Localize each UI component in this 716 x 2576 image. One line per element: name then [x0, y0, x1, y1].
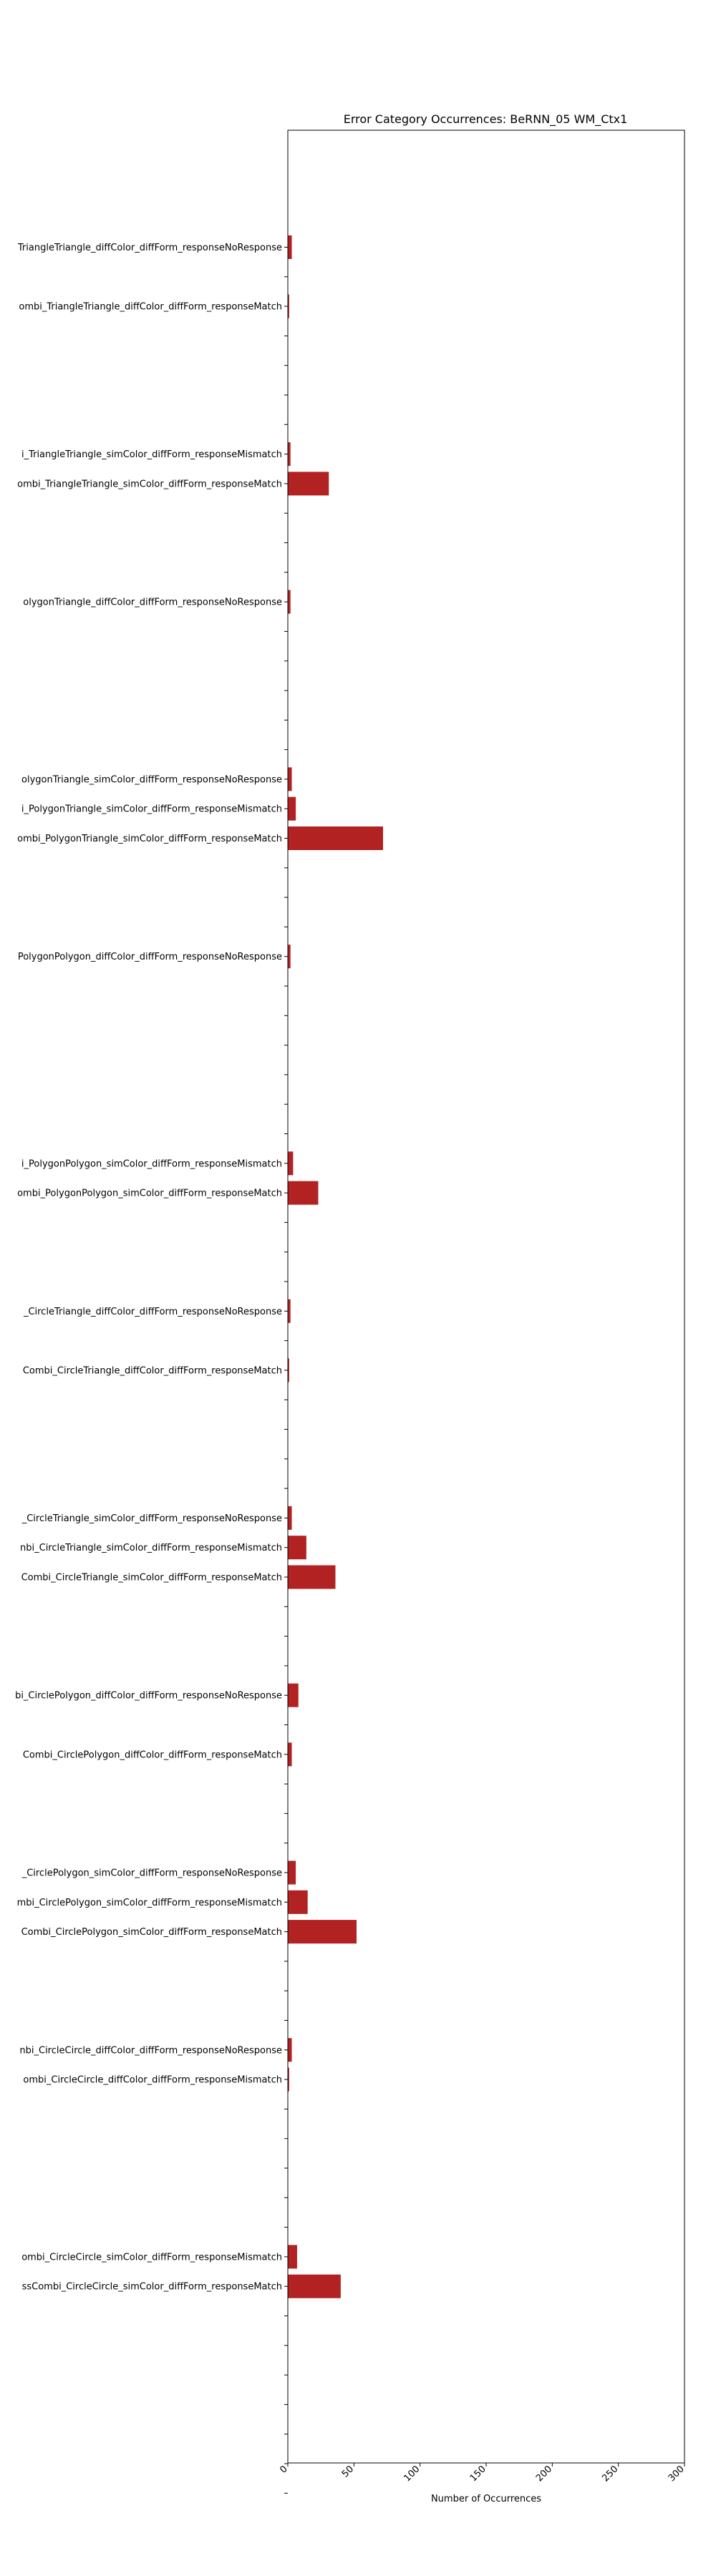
- y-tick-label: _CircleTriangle_simColor_diffForm_respon…: [21, 1513, 282, 1524]
- y-tick-label: Combi_CircleTriangle_simColor_diffForm_r…: [21, 1573, 282, 1584]
- y-tick-label: nbi_CircleCircle_diffColor_diffForm_resp…: [19, 2045, 282, 2056]
- y-tick-label: TriangleTriangle_diffColor_diffForm_resp…: [17, 243, 282, 253]
- bar: [288, 1299, 291, 1323]
- x-tick-label: 150: [468, 2464, 488, 2484]
- bar: [288, 442, 291, 467]
- bar: [288, 1860, 296, 1885]
- x-tick-label: 200: [534, 2464, 554, 2484]
- bar: [288, 767, 292, 791]
- y-tick-label: Combi_CirclePolygon_diffColor_diffForm_r…: [23, 1750, 282, 1760]
- bar: [288, 2038, 292, 2062]
- y-tick-label: _CircleTriangle_diffColor_diffForm_respo…: [23, 1307, 282, 1317]
- bar: [288, 235, 292, 259]
- y-tick-label: nbi_CircleTriangle_simColor_diffForm_res…: [20, 1543, 282, 1553]
- bars-group: [288, 235, 383, 2298]
- chart-title: Error Category Occurrences: BeRNN_05 WM_…: [344, 112, 628, 127]
- bar: [288, 2274, 341, 2298]
- y-tick-label: ombi_TriangleTriangle_simColor_diffForm_…: [17, 479, 282, 489]
- bar: [288, 1536, 306, 1560]
- x-tick-label: 250: [600, 2464, 620, 2484]
- y-tick-label: mbi_CirclePolygon_simColor_diffForm_resp…: [17, 1898, 282, 1908]
- bar: [288, 590, 291, 614]
- x-tick-label: 50: [340, 2464, 356, 2479]
- y-tick-label: ssCombi_CircleCircle_simColor_diffForm_r…: [22, 2282, 282, 2293]
- y-tick-label: i_PolygonTriangle_simColor_diffForm_resp…: [21, 804, 282, 815]
- bar: [288, 1181, 319, 1205]
- bar: [288, 1742, 292, 1767]
- y-tick-label: ombi_PolygonPolygon_simColor_diffForm_re…: [17, 1189, 282, 1199]
- bar: [288, 472, 329, 496]
- bar: [288, 945, 291, 969]
- y-axis: TriangleTriangle_diffColor_diffForm_resp…: [15, 243, 288, 2494]
- plot-frame: [287, 130, 685, 2464]
- bar: [288, 1890, 308, 1914]
- bar: [288, 1565, 336, 1589]
- y-tick-label: i_TriangleTriangle_simColor_diffForm_res…: [21, 449, 282, 460]
- bar: [288, 294, 289, 318]
- bar: [288, 1151, 294, 1176]
- y-tick-label: i_PolygonPolygon_simColor_diffForm_respo…: [21, 1158, 282, 1169]
- x-tick-label: 100: [402, 2464, 422, 2484]
- y-tick-label: _CirclePolygon_simColor_diffForm_respons…: [21, 1868, 282, 1879]
- x-axis-label: Number of Occurrences: [431, 2494, 541, 2504]
- y-tick-label: olygonTriangle_diffColor_diffForm_respon…: [23, 597, 282, 608]
- bar: [288, 826, 383, 850]
- y-tick-label: ombi_PolygonTriangle_simColor_diffForm_r…: [17, 834, 282, 844]
- y-tick-label: ombi_CircleCircle_simColor_diffForm_resp…: [21, 2252, 282, 2263]
- bar: [288, 1506, 292, 1530]
- y-tick-label: Combi_CircleTriangle_diffColor_diffForm_…: [23, 1365, 282, 1376]
- bar: [288, 1683, 299, 1707]
- bar: [288, 1920, 357, 1944]
- y-tick-label: ombi_TriangleTriangle_diffColor_diffForm…: [19, 302, 282, 313]
- bar: [288, 796, 296, 821]
- y-tick-label: PolygonPolygon_diffColor_diffForm_respon…: [18, 952, 282, 962]
- y-tick-label: bi_CirclePolygon_diffColor_diffForm_resp…: [15, 1691, 282, 1702]
- y-tick-label: olygonTriangle_simColor_diffForm_respons…: [21, 774, 282, 785]
- bar: [288, 2245, 297, 2269]
- x-tick-label: 300: [667, 2464, 687, 2484]
- bar: [288, 2067, 289, 2092]
- y-tick-label: ombi_CircleCircle_diffColor_diffForm_res…: [23, 2075, 282, 2086]
- bar: [288, 1358, 289, 1382]
- y-tick-label: Combi_CirclePolygon_simColor_diffForm_re…: [21, 1927, 282, 1938]
